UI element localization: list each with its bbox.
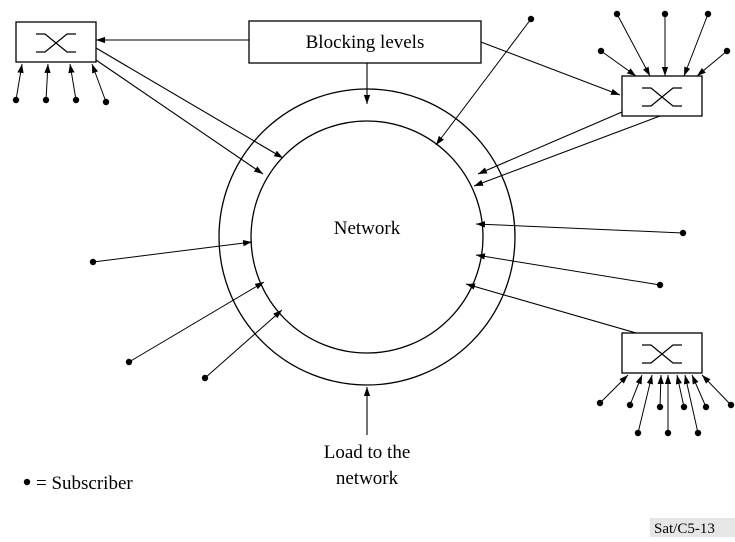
subscriber-dot-icon [626,401,634,409]
blocking-arrow-right [480,41,621,96]
network-inner-ring [250,120,484,354]
load-label-line2: network [336,468,399,489]
subscriber-dot-icon [596,399,604,407]
subscriber-dot-icon [704,10,712,18]
figure-tag: Sat/C5-13 [654,521,715,537]
subscriber-dot-icon [656,403,664,411]
subscriber-dot-icon [42,96,50,104]
legend: = Subscriber [23,473,133,494]
subscriber-dot-icon [727,401,735,409]
switch-to-ring-arrow [473,115,661,187]
switch-to-ring-arrow [95,47,284,159]
subscriber-dot-icon [613,10,621,18]
subscriber-dot-icon [102,98,110,106]
subscriber-dot-icon [723,47,731,55]
load-label-line1: Load to the [324,442,411,463]
subscriber-dot-icon [201,374,209,382]
subscriber-dot-icon [694,429,702,437]
subscriber-dot-icon [702,403,710,411]
subscriber-dot-icon [664,429,672,437]
subscriber-dot-icon [597,47,605,55]
switch-icon [621,75,703,117]
network-label: Network [334,218,401,239]
blocking-levels-label: Blocking levels [306,32,425,53]
subscriber-group-top-left [12,63,110,106]
switch-icon [621,332,703,374]
subscriber-dot-icon [680,403,688,411]
subscriber-dot-icon [634,429,642,437]
blocking-levels-box: Blocking levels [248,20,482,64]
direct-subscribers [89,15,687,382]
subscriber-group-bottom-right [596,374,735,437]
subscriber-dot-icon [661,10,669,18]
subscriber-dot-icon [23,478,31,486]
subscriber-group-top-right [597,10,731,77]
subscriber-dot-icon [72,96,80,104]
subscriber-dot-icon [12,96,20,104]
subscriber-dot-icon [527,15,535,23]
switch-to-ring-arrow [95,59,264,175]
switch-to-ring-arrow [465,283,637,334]
subscriber-dot-icon [679,229,687,237]
subscriber-dot-icon [125,358,133,366]
figure-tag-background [650,518,735,537]
subscriber-dot-icon [656,281,664,289]
switch-icon [15,21,97,63]
legend-label: = Subscriber [36,473,133,494]
switch-to-ring-arrow [477,111,623,175]
subscriber-dot-icon [89,258,97,266]
